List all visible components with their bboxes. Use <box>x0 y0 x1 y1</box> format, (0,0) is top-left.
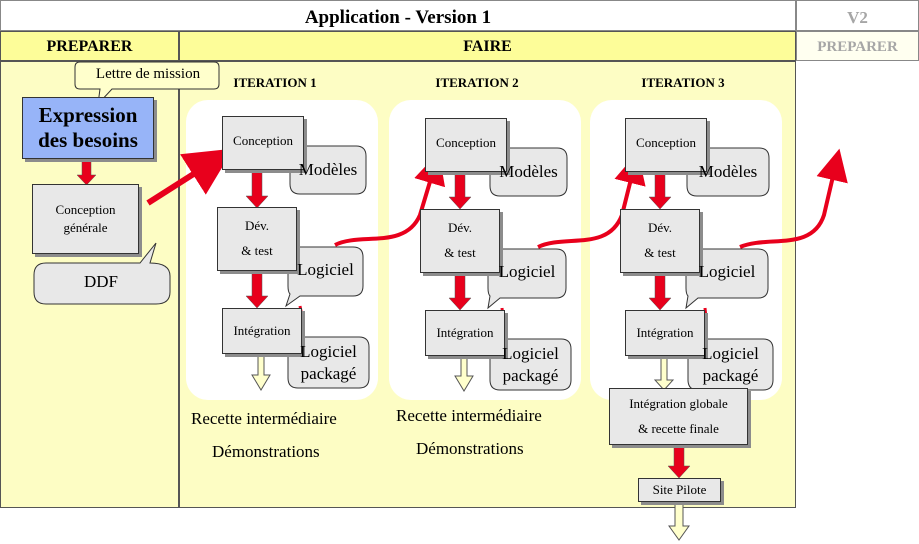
iteration-3-logiciel-label: Logiciel <box>698 262 756 281</box>
red-arrow-to-iteration1 <box>146 148 234 206</box>
phase-faire-label: FAIRE <box>463 38 512 55</box>
phase-faire: FAIRE <box>179 31 796 61</box>
title-bar: Application - Version 1 <box>0 0 796 31</box>
iteration-3-integration-box: Intégration <box>625 310 705 356</box>
iteration-2-package-line2: packagé <box>502 366 559 385</box>
iteration-3-package-line2: packagé <box>702 366 759 385</box>
iteration-2-logiciel-label: Logiciel <box>498 262 556 281</box>
iteration-2-integration-box: Intégration <box>425 310 505 356</box>
phase-preparer-v2: PREPARER <box>796 31 919 61</box>
iteration-2-dev-line1: Dév. <box>447 220 473 236</box>
iteration-3-dev-line2: & test <box>644 245 676 260</box>
iteration-1-package-label: Logiciel packagé <box>288 340 369 386</box>
iteration-2-package-line1: Logiciel <box>502 343 559 363</box>
iteration-3-dev-line1: Dév. <box>647 220 673 236</box>
recette-label-1: Recette intermédiaire <box>191 409 337 428</box>
iteration-2-modeles-label: Modèles <box>499 162 558 181</box>
conception-generale-line2: générale <box>63 220 108 235</box>
ddf-text: DDF <box>83 272 118 291</box>
phase-preparer-label: PREPARER <box>46 38 133 55</box>
iteration-2-dev-box: Dév. & test <box>420 209 500 273</box>
expression-besoins-line1: Expression <box>38 102 138 127</box>
iteration-1-integration-box: Intégration <box>222 308 302 354</box>
demonstrations-label-2: Démonstrations <box>416 439 524 458</box>
v2-header: V2 <box>796 0 919 31</box>
iteration-1-conception-box: Conception <box>222 116 304 170</box>
red-arrow-expression <box>76 159 97 186</box>
iteration-2-title: ITERATION 2 <box>435 75 519 90</box>
iteration-1-package-line2: packagé <box>300 364 357 383</box>
iteration-3-conception-box: Conception <box>625 118 707 172</box>
iteration-2-dev-line2: & test <box>444 245 476 260</box>
integration-globale-line1: Intégration globale <box>629 395 728 411</box>
iteration-3-curved-arrow <box>739 148 848 249</box>
iteration-1-dev-box: Dév. & test <box>217 207 297 271</box>
phase-preparer-v2-label: PREPARER <box>817 39 898 55</box>
iteration-1-curved-arrow <box>334 152 446 247</box>
expression-besoins-line2: des besoins <box>38 128 138 152</box>
site-pilote-box: Site Pilote <box>638 478 721 502</box>
mission-note-text: Lettre de mission <box>95 66 201 82</box>
iteration-1-dev-line1: Dév. <box>244 218 270 234</box>
expression-besoins-box: Expression des besoins <box>22 97 154 159</box>
iteration-3-modeles-label: Modèles <box>698 162 758 181</box>
iteration-1-logiciel-label: Logiciel <box>297 260 354 279</box>
integration-globale-box: Intégration globale & recette finale <box>609 388 748 445</box>
demonstrations-label-1: Démonstrations <box>212 442 320 461</box>
iteration-2-package-label: Logiciel packagé <box>490 342 571 388</box>
recette-label-2: Recette intermédiaire <box>396 406 542 425</box>
diagram-title: Application - Version 1 <box>304 7 492 28</box>
iteration-3-dev-box: Dév. & test <box>620 209 700 273</box>
v2-label: V2 <box>847 8 868 27</box>
iteration-1-modeles-label: Modèles <box>298 160 358 179</box>
mission-note-callout <box>74 61 220 106</box>
conception-generale-box: Conception générale <box>32 184 139 254</box>
iteration-2-conception-box: Conception <box>425 118 507 172</box>
iteration-1-package-line1: Logiciel <box>300 341 357 361</box>
iteration-1-title: ITERATION 1 <box>233 75 317 90</box>
conception-generale-line1: Conception <box>55 201 116 217</box>
iteration-3-package-label: Logiciel packagé <box>688 342 773 388</box>
phase-preparer: PREPARER <box>0 31 179 61</box>
iteration-1-dev-line2: & test <box>241 243 273 258</box>
iteration-3-package-line1: Logiciel <box>702 343 759 363</box>
iteration-3-title: ITERATION 3 <box>641 75 725 90</box>
integration-globale-line2: & recette finale <box>638 420 719 436</box>
ddf-bubble <box>33 242 171 305</box>
